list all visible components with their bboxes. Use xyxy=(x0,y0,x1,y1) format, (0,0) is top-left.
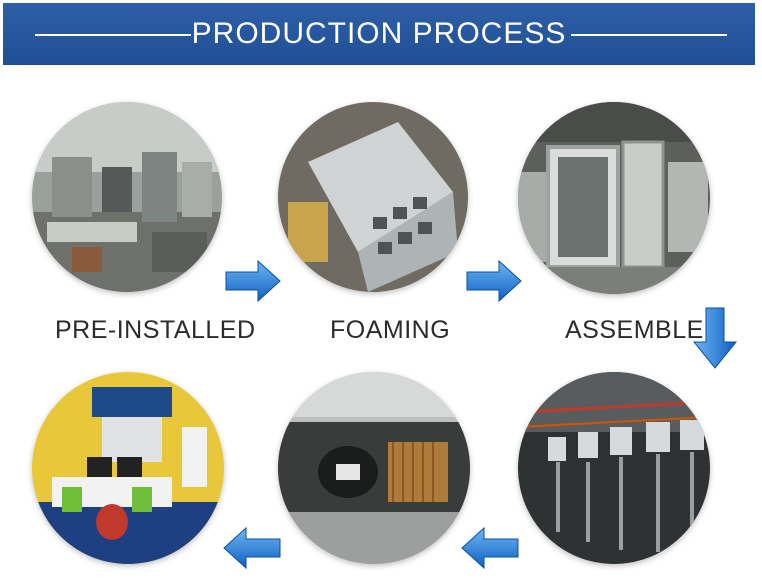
step-label-pre-installed: PRE-INSTALLED xyxy=(55,316,256,344)
arrow-right-icon xyxy=(466,259,522,303)
arrow-left-icon xyxy=(223,526,281,570)
arrow-right-icon xyxy=(225,259,281,303)
compressor-unit-photo xyxy=(278,372,470,564)
step-label-foaming: FOAMING xyxy=(330,316,451,344)
foaming-panels-photo xyxy=(278,102,468,292)
display-cabinet-assembly-photo xyxy=(518,102,710,294)
header-rule-right xyxy=(571,34,727,36)
arrow-down-icon xyxy=(692,307,738,369)
header-banner: PRODUCTION PROCESS xyxy=(3,3,755,65)
workshop-photo xyxy=(32,102,222,292)
header-rule-left xyxy=(35,34,191,36)
step-label-assemble: ASSEMBLE xyxy=(565,316,704,344)
office-photo xyxy=(32,372,224,564)
production-line-photo xyxy=(518,372,710,564)
arrow-left-icon xyxy=(461,526,519,570)
page-title: PRODUCTION PROCESS xyxy=(191,17,567,50)
